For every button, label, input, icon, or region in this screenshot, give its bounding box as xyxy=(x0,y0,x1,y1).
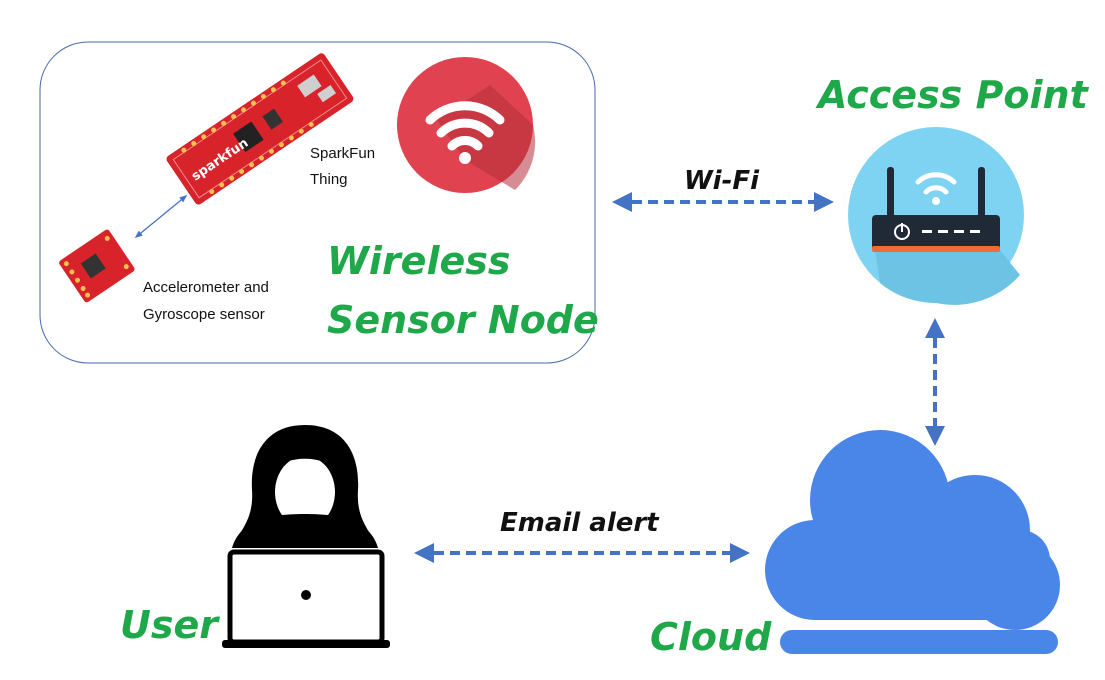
wifi-icon xyxy=(397,57,536,193)
node-title-line2: Sensor Node xyxy=(327,298,599,342)
access-point-title: Access Point xyxy=(815,73,1090,117)
node-title-line1: Wireless xyxy=(327,239,511,283)
board-label-line2: Thing xyxy=(310,171,348,188)
sensor-node-group: sparkfun SparkFun Thing Accelerometer an… xyxy=(39,41,599,364)
wifi-link: Wi-Fi xyxy=(612,166,834,212)
board-label-line1: SparkFun xyxy=(310,145,375,162)
user-group: User xyxy=(120,425,390,648)
sensor-label-line2: Gyroscope sensor xyxy=(143,306,265,323)
sensor-label-line1: Accelerometer and xyxy=(143,279,269,296)
sensor-board xyxy=(59,229,135,303)
sensor-board-link xyxy=(134,195,188,238)
user-laptop-icon xyxy=(222,425,390,648)
email-link-label: Email alert xyxy=(500,508,660,538)
access-point-group: Access Point xyxy=(815,73,1090,305)
cloud-title: Cloud xyxy=(650,615,772,659)
email-link: Email alert xyxy=(414,508,750,563)
wifi-link-label: Wi-Fi xyxy=(684,166,760,196)
sparkfun-board: sparkfun xyxy=(166,53,354,205)
cloud-icon xyxy=(765,430,1060,654)
router-icon xyxy=(848,127,1024,305)
cloud-group: Cloud xyxy=(650,430,1060,659)
user-title: User xyxy=(120,603,220,647)
